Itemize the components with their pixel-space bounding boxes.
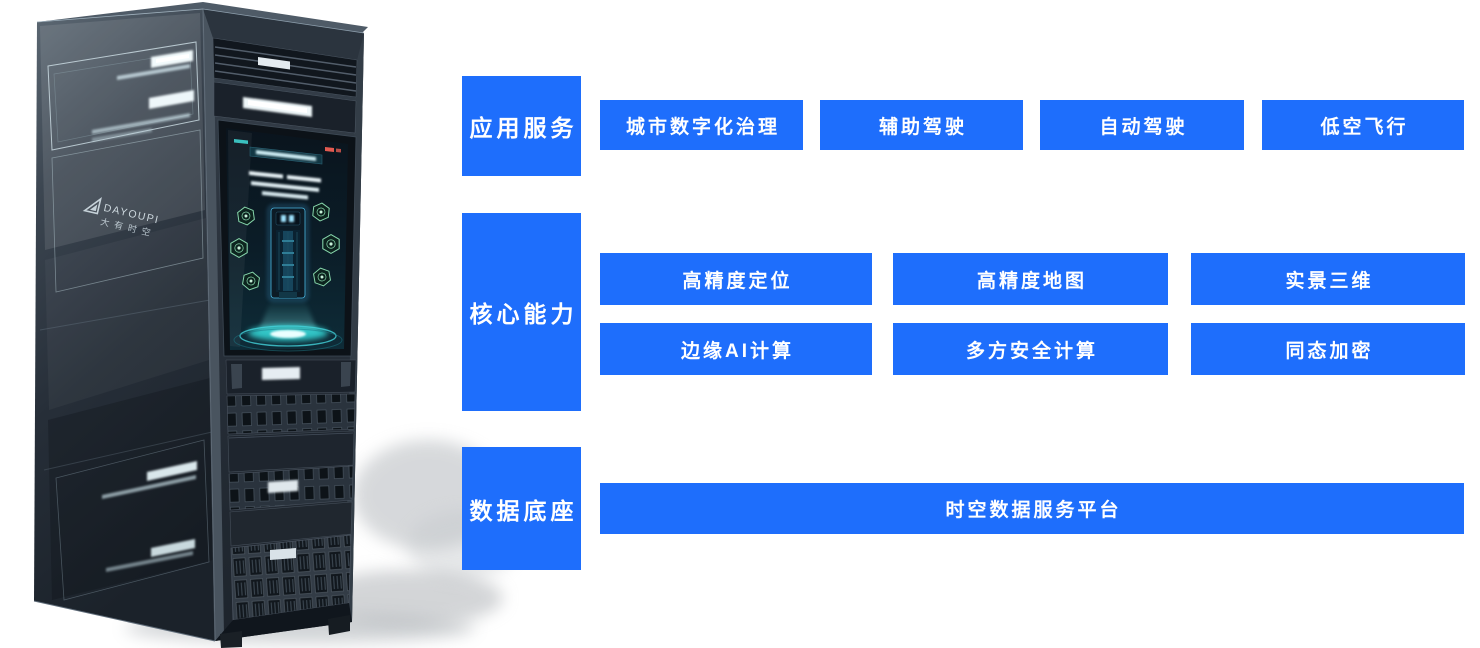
rack-side-panel: DAYOUPI 大有时空	[33, 9, 216, 642]
rack-screen	[217, 119, 357, 357]
device-display	[275, 211, 301, 226]
front-label-chip	[258, 57, 290, 70]
item-city-digital-governance: 城市数字化治理	[600, 100, 803, 150]
item-low-altitude-flight: 低空飞行	[1262, 100, 1464, 150]
item-edge-ai-computing: 边缘AI计算	[600, 323, 872, 375]
item-homomorphic-encryption: 同态加密	[1191, 323, 1465, 375]
brand-logo-mark	[82, 197, 102, 215]
item-high-precision-map: 高精度地图	[893, 253, 1168, 305]
item-realistic-3d: 实景三维	[1191, 253, 1465, 305]
item-high-precision-positioning: 高精度定位	[600, 253, 872, 305]
rack-front-panel	[36, 8, 365, 642]
item-multi-party-secure-computation: 多方安全计算	[893, 323, 1168, 375]
item-autonomous-driving: 自动驾驶	[1040, 100, 1244, 150]
item-spatiotemporal-data-service-platform: 时空数据服务平台	[600, 483, 1464, 534]
server-rack-photo: DAYOUPI 大有时空	[33, 2, 517, 648]
screen-status-cyan	[234, 139, 248, 144]
item-assisted-driving: 辅助驾驶	[820, 100, 1023, 150]
row-label-data-foundation: 数据底座	[462, 447, 581, 570]
row-label-application-services: 应用服务	[462, 76, 581, 176]
screen-status-red	[325, 147, 334, 152]
row-label-core-capabilities: 核心能力	[462, 213, 581, 411]
